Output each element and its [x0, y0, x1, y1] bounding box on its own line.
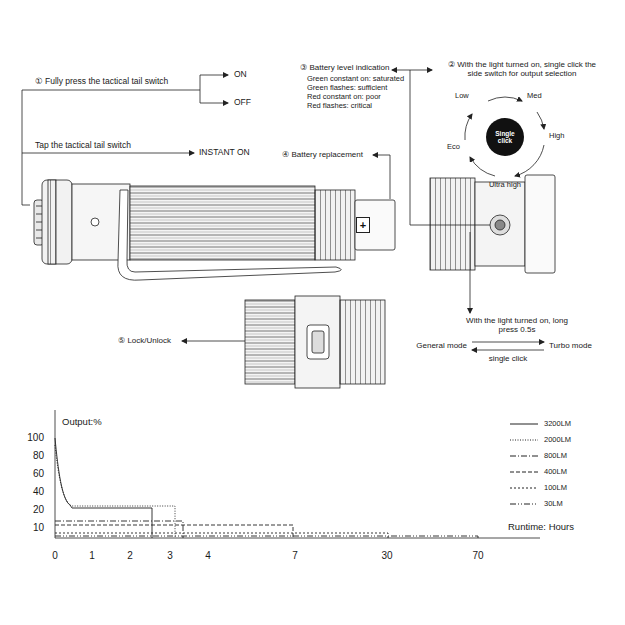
axis-title: Runtime: Hours [508, 522, 574, 533]
step-label: Tap the tactical tail switch [35, 141, 131, 151]
step-label: ② With the light turned on, single click… [440, 60, 605, 78]
mode-label: Med [527, 92, 542, 101]
tick-label: 10 [33, 522, 44, 534]
note: single click [489, 354, 528, 363]
mode-label: Ultra high [489, 181, 521, 190]
node-text: Single click [490, 130, 520, 144]
tick-label: 40 [33, 486, 44, 498]
legend-label: 400LM [544, 467, 567, 477]
step-label: ④ Battery replacement [282, 150, 363, 159]
legend-label: 800LM [544, 451, 567, 461]
tick-label: 60 [33, 468, 44, 480]
tick-label: 4 [205, 550, 211, 562]
node-text: + [360, 219, 366, 231]
tick-label: 2 [127, 550, 133, 562]
note: With the light turned on, long press 0.5… [460, 316, 575, 334]
state-label: ON [234, 70, 247, 80]
step-label: ③ Battery level indication [300, 63, 389, 72]
tick-label: 0 [52, 550, 58, 562]
mode-label: Eco [447, 143, 460, 152]
battery-terminal-box: + [356, 217, 370, 233]
step-label: ⑤ Lock/Unlock [118, 336, 171, 345]
axis-title: Output:% [62, 417, 102, 428]
note: Red flashes: critical [307, 102, 372, 111]
legend-sample [510, 501, 540, 507]
legend-label: 3200LM [544, 419, 571, 429]
tick-label: 7 [292, 550, 298, 562]
legend-sample [510, 485, 540, 491]
note: Green constant on: saturated [307, 75, 404, 84]
legend-sample [510, 421, 540, 427]
mode-label: Low [455, 92, 469, 101]
legend-label: 2000LM [544, 435, 571, 445]
legend-sample [510, 453, 540, 459]
note: Green flashes: sufficient [307, 84, 387, 93]
legend-label: 100LM [544, 483, 567, 493]
step-label: ① Fully press the tactical tail switch [35, 77, 168, 87]
mode-label: Turbo mode [549, 341, 592, 350]
legend-sample [510, 437, 540, 443]
legend-label: 30LM [544, 499, 563, 509]
tick-label: 30 [381, 550, 392, 562]
tick-label: 3 [167, 550, 173, 562]
tick-label: 100 [27, 432, 44, 444]
state-label: INSTANT ON [199, 148, 250, 158]
tick-label: 1 [89, 550, 95, 562]
legend-sample [510, 469, 540, 475]
note: Red constant on: poor [307, 93, 381, 102]
mode-label: General mode [416, 341, 467, 350]
tick-label: 20 [33, 504, 44, 516]
state-label: OFF [234, 98, 251, 108]
mode-label: High [549, 132, 564, 141]
selector-circle: Single click [486, 118, 524, 156]
tick-label: 70 [472, 550, 483, 562]
tick-label: 80 [33, 450, 44, 462]
